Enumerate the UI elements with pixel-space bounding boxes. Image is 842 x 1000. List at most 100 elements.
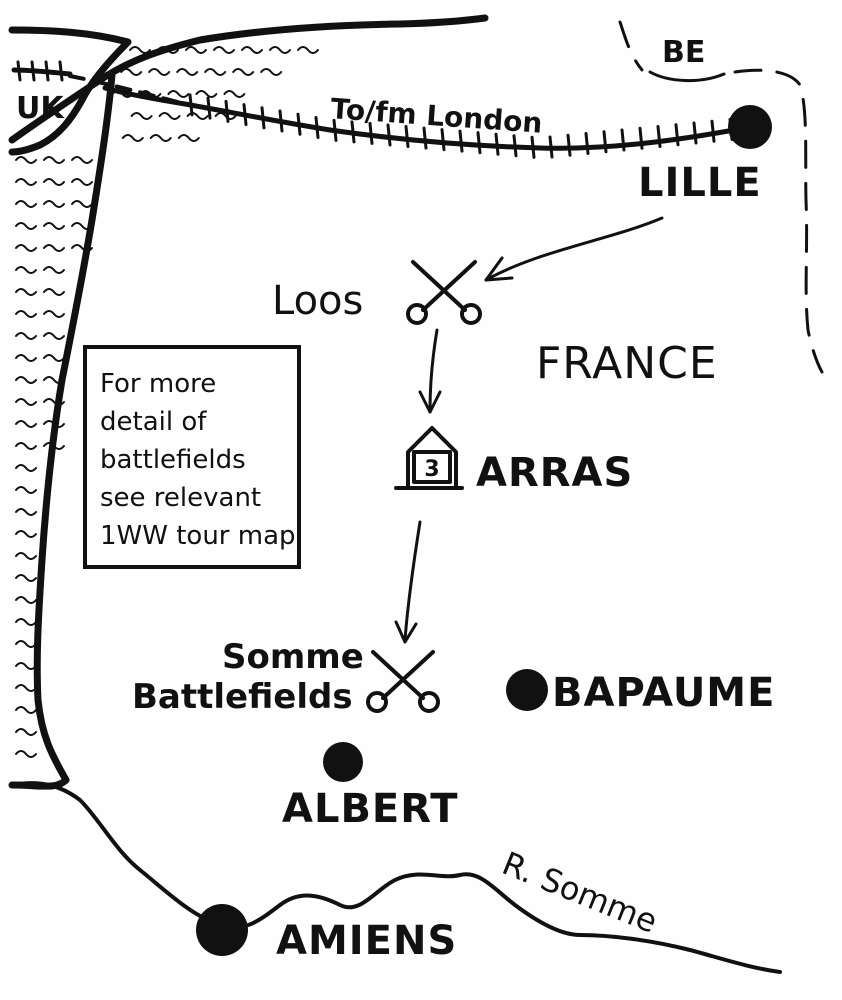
coast-to-amiens-link — [8, 776, 70, 790]
sea-wave — [15, 332, 37, 340]
sea-wave — [15, 288, 37, 296]
sea-wave — [15, 684, 37, 692]
somme-crossed-swords-icon — [366, 650, 440, 713]
france-label: FRANCE — [536, 338, 718, 389]
albert-label: ALBERT — [282, 786, 459, 832]
railway-tie — [512, 134, 518, 158]
sea-wave — [195, 90, 218, 98]
railway-tie — [584, 132, 590, 156]
railway-tie — [422, 126, 428, 150]
sea-wave — [149, 134, 172, 142]
railway-tie — [602, 130, 608, 154]
sea-wave — [15, 530, 37, 538]
arrow-arras-to-somme — [403, 520, 422, 642]
arras-house-number-icon — [394, 426, 464, 490]
sea-wave — [15, 398, 37, 406]
sea-wave — [15, 706, 37, 714]
lille-dot-icon — [728, 105, 772, 149]
sea-wave — [223, 90, 246, 98]
amiens-dot-icon — [196, 904, 248, 956]
sea-wave — [214, 112, 237, 120]
railway-dashed-link — [68, 74, 187, 106]
railway-tie — [404, 125, 410, 149]
railway-tie — [296, 112, 302, 136]
arrow-lille-to-loos — [484, 216, 664, 282]
railway-tie — [242, 103, 248, 127]
railway-tie — [476, 131, 482, 155]
sea-wave — [15, 222, 37, 230]
railway-tie — [332, 118, 338, 142]
sea-wave — [43, 222, 65, 230]
sea-wave — [15, 310, 37, 318]
railway-tie — [58, 60, 64, 82]
railway-tie — [314, 115, 320, 139]
arras-label: ARRAS — [476, 450, 633, 496]
sea-wave — [15, 200, 37, 208]
railway-tie — [206, 96, 212, 120]
railway-tie — [494, 132, 500, 156]
sea-wave — [15, 552, 37, 560]
sea-wave — [15, 574, 37, 582]
railway-tie — [278, 109, 284, 133]
sea-wave — [15, 464, 37, 472]
uk-coastline — [8, 26, 132, 156]
note-line-3: battlefields — [100, 445, 246, 475]
sea-wave — [71, 200, 93, 208]
loos-label: Loos — [272, 278, 363, 324]
river-somme-label: R. Somme — [497, 844, 663, 940]
amiens-label: AMIENS — [276, 918, 457, 964]
railway-tie — [16, 60, 22, 82]
railway-tie — [350, 120, 356, 144]
note-box-frame — [83, 345, 301, 569]
albert-dot-icon — [323, 742, 363, 782]
railway-tie — [44, 60, 50, 82]
sea-wave — [15, 596, 37, 604]
note-line-1: For more — [100, 369, 216, 399]
sea-wave — [15, 244, 37, 252]
sea-wave — [185, 46, 207, 54]
railway-tie — [710, 119, 716, 143]
note-line-2: detail of — [100, 407, 207, 437]
railway-tie — [188, 93, 194, 117]
sea-wave — [43, 310, 65, 318]
railway-tie — [260, 106, 266, 130]
sea-wave — [148, 68, 171, 76]
sea-wave — [15, 728, 37, 736]
sea-wave — [158, 112, 181, 120]
bapaume-label: BAPAUME — [552, 670, 775, 716]
sea-wave — [15, 750, 37, 758]
note-line-4: see relevant — [100, 483, 261, 513]
uk-label: UK — [16, 91, 65, 126]
sea-wave — [177, 134, 200, 142]
sea-wave — [269, 46, 291, 54]
sea-wave — [15, 662, 37, 670]
sea-wave — [167, 90, 190, 98]
coastline — [8, 14, 489, 784]
route-arrows — [394, 216, 664, 644]
sea-wave — [15, 618, 37, 626]
railway-tie — [440, 128, 446, 152]
railway-tie — [224, 99, 230, 123]
belgium-border — [618, 20, 824, 374]
sea-wave — [43, 178, 65, 186]
sea-wave — [120, 68, 143, 76]
sea-wave — [129, 46, 151, 54]
be-underline — [648, 70, 726, 83]
sea-wave — [71, 156, 93, 164]
sea-wave — [15, 376, 37, 384]
sea-wave — [15, 156, 37, 164]
sea-wave — [43, 156, 65, 164]
sea-wave — [232, 68, 255, 76]
river-somme — [10, 781, 782, 974]
somme-label-line2: Battlefields — [132, 677, 353, 717]
railway-tie — [548, 135, 554, 159]
arrow-loos-to-arras — [428, 328, 439, 412]
sea-wave — [15, 640, 37, 648]
sea-wave — [260, 68, 283, 76]
railway-tie — [386, 123, 392, 147]
sea-wave — [43, 266, 65, 274]
railway-tie — [620, 128, 626, 152]
railway-tie — [30, 60, 36, 82]
